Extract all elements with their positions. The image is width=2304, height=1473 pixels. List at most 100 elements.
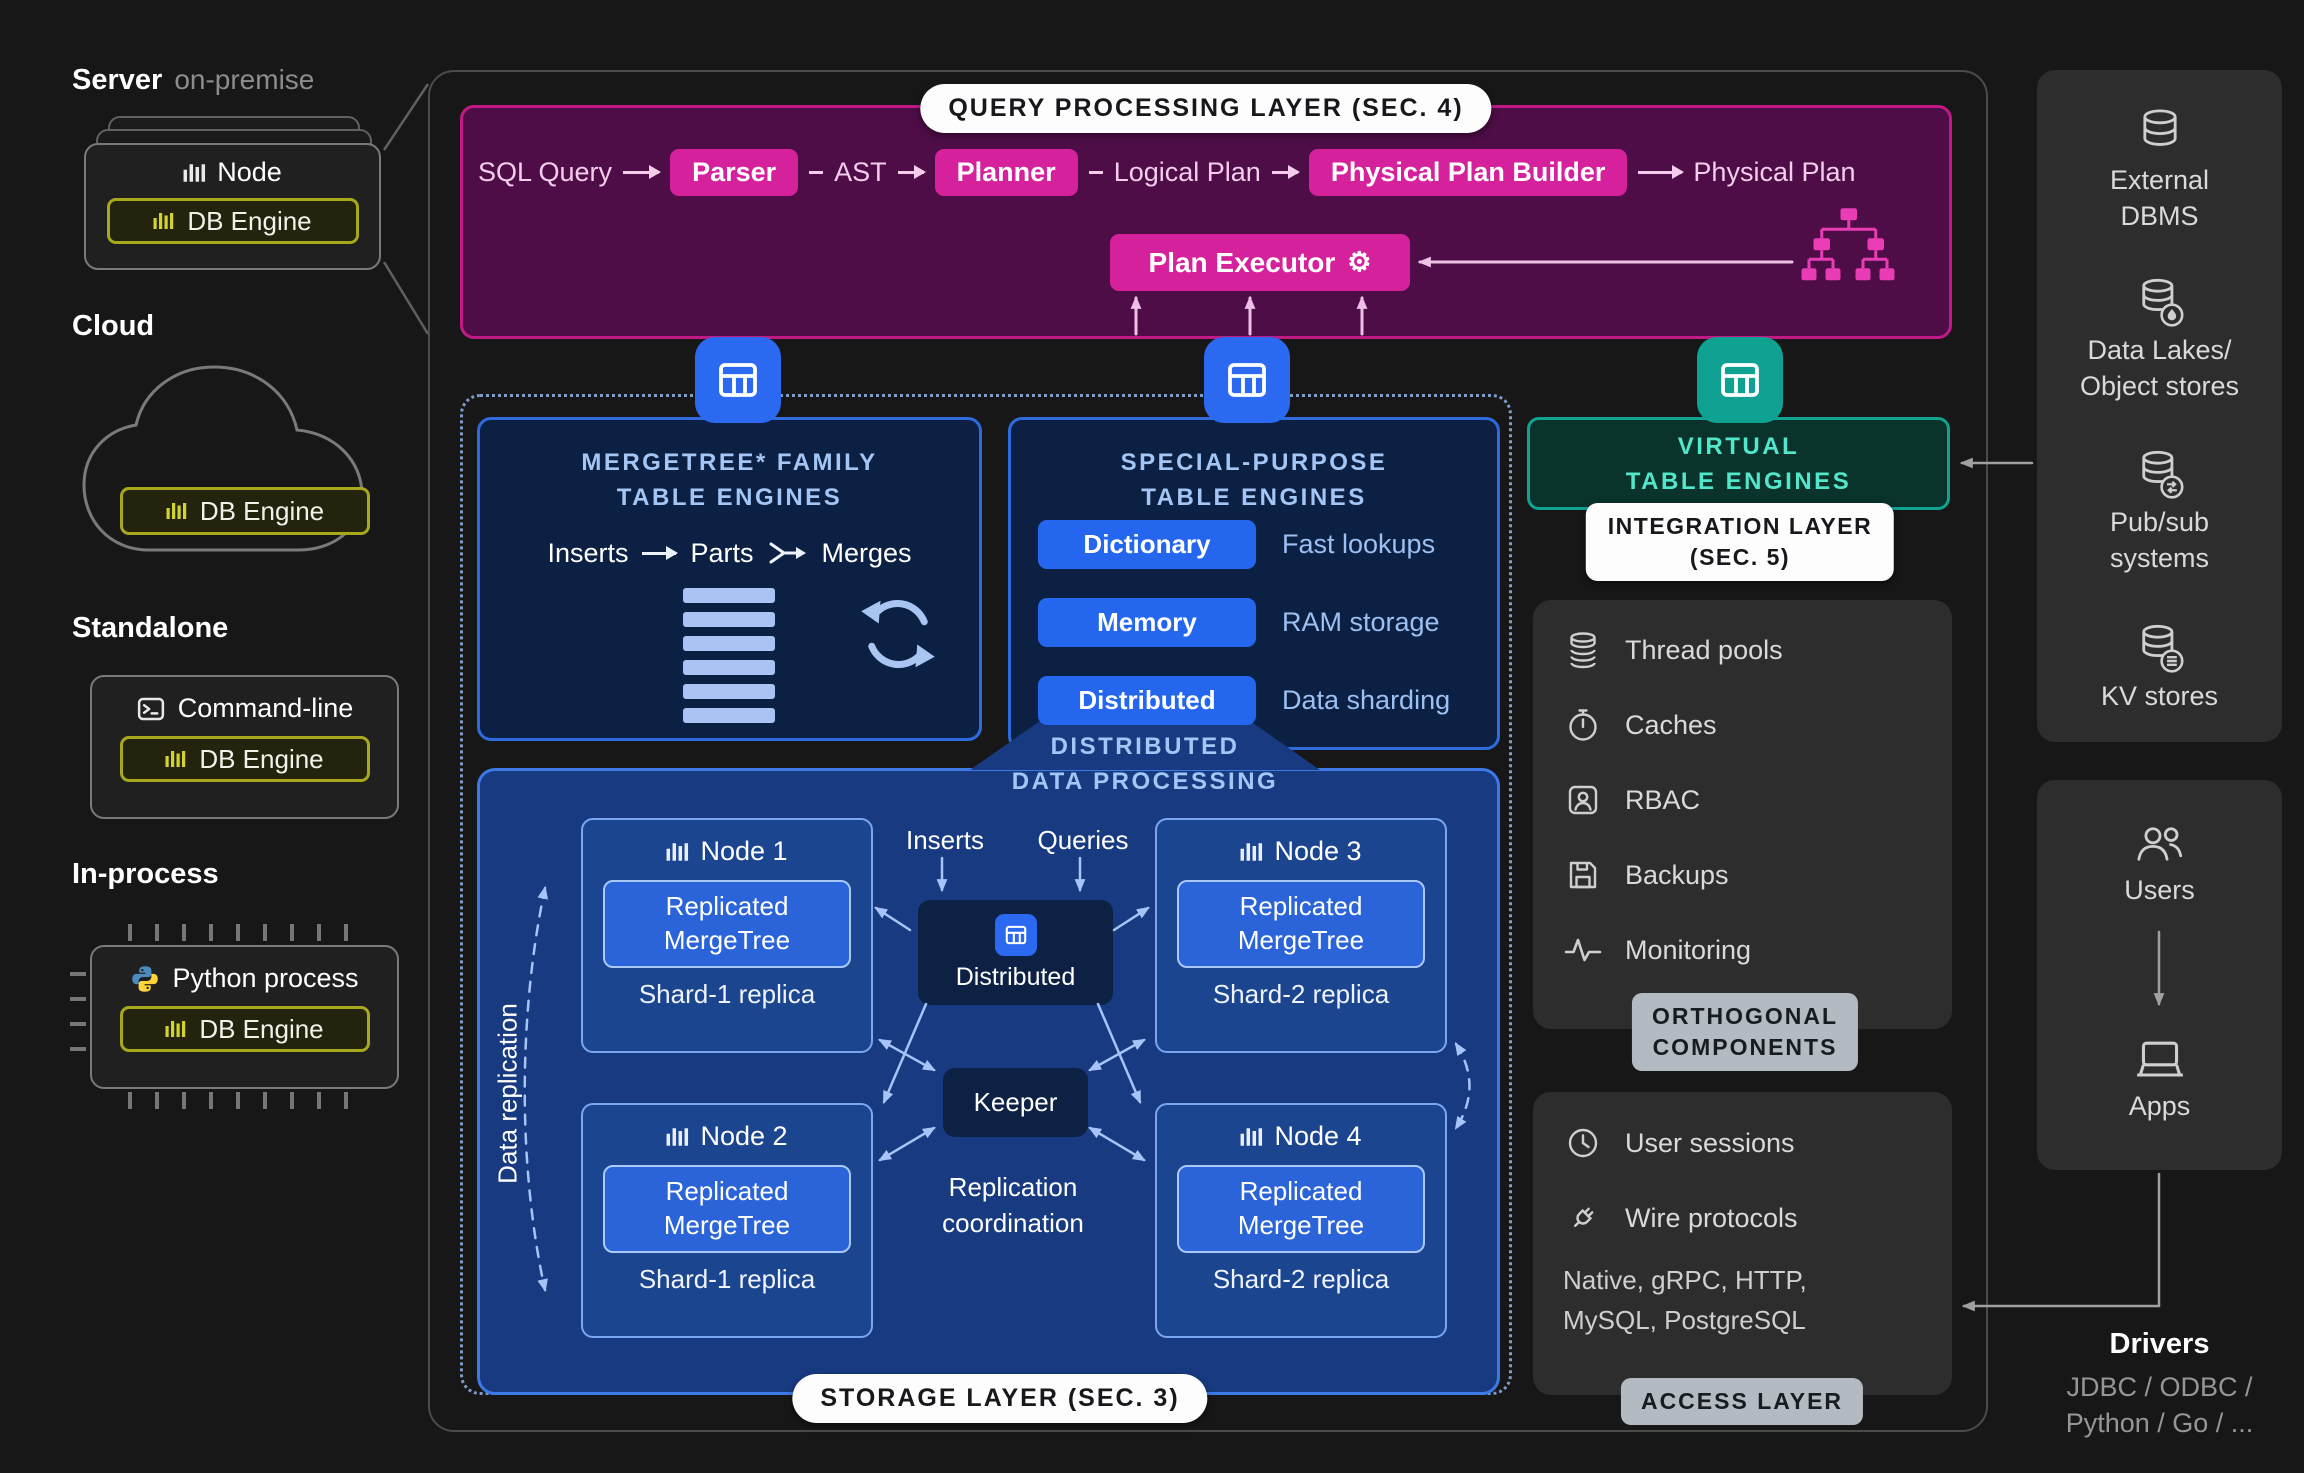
node4-card: Node 4 Replicated MergeTree Shard-2 repl…: [1155, 1103, 1447, 1338]
virtual-title: VIRTUAL TABLE ENGINES: [1625, 433, 1852, 495]
external-systems-box: External DBMS Data Lakes/ Object stores …: [2037, 70, 2282, 742]
standalone-card: Command-line DB Engine: [90, 675, 399, 819]
inserts-label: Inserts: [547, 537, 629, 568]
db-engine-bars-icon: [153, 213, 174, 229]
db-engine-label: DB Engine: [187, 205, 312, 236]
replicated-mergetree-node: Replicated MergeTree: [1177, 880, 1425, 968]
distributed-table-node: Distributed: [918, 900, 1113, 1005]
line-icon: [809, 170, 824, 174]
db-engine-pill-cloud: DB Engine: [120, 487, 370, 535]
external-dbms-item: External DBMS: [2037, 106, 2282, 234]
inprocess-heading: In-process: [72, 858, 219, 890]
storage-layer-pill: STORAGE LAYER (SEC. 3): [792, 1374, 1208, 1423]
data-lakes-label: Data Lakes/ Object stores: [2079, 335, 2240, 401]
standalone-heading: Standalone: [72, 612, 229, 644]
replicated-mergetree-node: Replicated MergeTree: [603, 880, 851, 968]
users-item: Users: [2037, 820, 2282, 909]
server-detail-frame: [428, 70, 1988, 1432]
special-table-icon: [1204, 337, 1290, 423]
command-line-row: Command-line: [92, 693, 397, 724]
users-icon: [2136, 827, 2182, 861]
shard-label: Shard-2 replica: [1212, 1264, 1390, 1294]
cloud-shape: [82, 365, 364, 552]
external-dbms-label: External DBMS: [2109, 165, 2210, 231]
python-row: Python process: [92, 963, 397, 994]
pubsub-label: Pub/sub systems: [2109, 507, 2210, 573]
monitoring-row: Monitoring: [1563, 926, 1952, 974]
arrow-right-icon: [897, 164, 926, 179]
node1-card: Node 1 Replicated MergeTree Shard-1 repl…: [581, 818, 873, 1053]
node-label: Node: [217, 157, 282, 187]
line-icon: [1088, 170, 1103, 174]
mergetree-family-box: MERGETREE* FAMILY TABLE ENGINES Inserts …: [477, 417, 982, 741]
inprocess-card: Python process DB Engine: [90, 945, 399, 1089]
monitoring-icon: [1564, 938, 1602, 962]
node1-title: Node 1: [583, 836, 871, 867]
node-row: Node: [86, 157, 379, 188]
special-purpose-title: SPECIAL-PURPOSE TABLE ENGINES: [1120, 449, 1388, 511]
fast-lookups-label: Fast lookups: [1282, 529, 1436, 559]
storage-inserts-label: Inserts: [905, 825, 985, 855]
shard-label: Shard-1 replica: [638, 1264, 816, 1294]
dictionary-row: Dictionary Fast lookups: [1038, 520, 1435, 569]
node3-title: Node 3: [1157, 836, 1445, 867]
node-bars-icon: [666, 1127, 689, 1146]
caches-icon: [1569, 709, 1597, 741]
python-process-label: Python process: [172, 963, 359, 993]
backups-icon: [1569, 861, 1597, 889]
terminal-icon: [137, 697, 164, 720]
thread-pools-row: Thread pools: [1563, 626, 1952, 674]
memory-row: Memory RAM storage: [1038, 598, 1440, 647]
distributed-row: Distributed Data sharding: [1038, 676, 1450, 725]
stack-zoom-lines: [382, 83, 430, 335]
wire-protocols-row: Wire protocols: [1563, 1194, 1952, 1242]
kv-stores-item: KV stores: [2037, 622, 2282, 715]
db-engine-label: DB Engine: [199, 743, 324, 774]
server-title: Server: [72, 64, 163, 96]
parts-stack-icon: [683, 588, 775, 723]
thread-pools-icon: [1570, 632, 1596, 669]
chip-pins-bottom: [128, 1092, 368, 1109]
storage-layer-box: Node 1 Replicated MergeTree Shard-1 repl…: [477, 768, 1500, 1395]
mergetree-title: MERGETREE* FAMILY TABLE ENGINES: [581, 449, 878, 511]
users-label: Users: [2124, 875, 2195, 905]
kv-stores-label: KV stores: [2100, 681, 2219, 711]
replicated-mergetree-node: Replicated MergeTree: [603, 1165, 851, 1253]
plan-executor-label: Plan Executor: [1148, 246, 1336, 278]
logical-plan-label: Logical Plan: [1113, 156, 1261, 187]
apps-item: Apps: [2037, 1038, 2282, 1125]
backups-row: Backups: [1563, 851, 1952, 899]
protocols-list: Native, gRPC, HTTP, MySQL, PostgreSQL: [1563, 1265, 1807, 1336]
node4-title: Node 4: [1157, 1121, 1445, 1152]
rbac-row: RBAC: [1563, 776, 1952, 824]
inserts-parts-merges-row: Inserts Parts Merges: [480, 538, 979, 569]
rbac-icon: [1568, 785, 1598, 815]
data-replication-label: Data replication: [492, 1003, 523, 1184]
parts-label: Parts: [690, 537, 754, 568]
physical-plan-label: Physical Plan: [1693, 156, 1856, 187]
node-card: Node DB Engine: [84, 143, 381, 270]
ast-label: AST: [834, 156, 887, 187]
laptop-icon: [2136, 1041, 2183, 1077]
chip-pins-left: [70, 972, 86, 1064]
clients-box: Users Apps: [2037, 780, 2282, 1170]
node-bars-icon: [1240, 842, 1263, 861]
arrow-right-icon: [623, 164, 662, 179]
storage-queries-label: Queries: [1037, 825, 1129, 855]
python-icon: [132, 965, 159, 992]
special-purpose-box: SPECIAL-PURPOSE TABLE ENGINES Dictionary…: [1008, 417, 1500, 750]
db-engine-pill-server: DB Engine: [106, 198, 359, 244]
node3-card: Node 3 Replicated MergeTree Shard-2 repl…: [1155, 818, 1447, 1053]
drivers-title: Drivers: [2109, 1328, 2210, 1360]
plug-icon: [1574, 1207, 1594, 1227]
db-engine-bars-icon: [165, 1021, 186, 1037]
data-lake-icon: [2141, 278, 2184, 327]
distributed-table-icon: [994, 913, 1037, 956]
data-lakes-item: Data Lakes/ Object stores: [2037, 276, 2282, 404]
orthogonal-components-pill: ORTHOGONAL COMPONENTS: [1631, 993, 1859, 1072]
clock-icon: [1568, 1128, 1598, 1158]
cloud-heading: Cloud: [72, 310, 155, 342]
sql-query-label: SQL Query: [478, 156, 613, 187]
